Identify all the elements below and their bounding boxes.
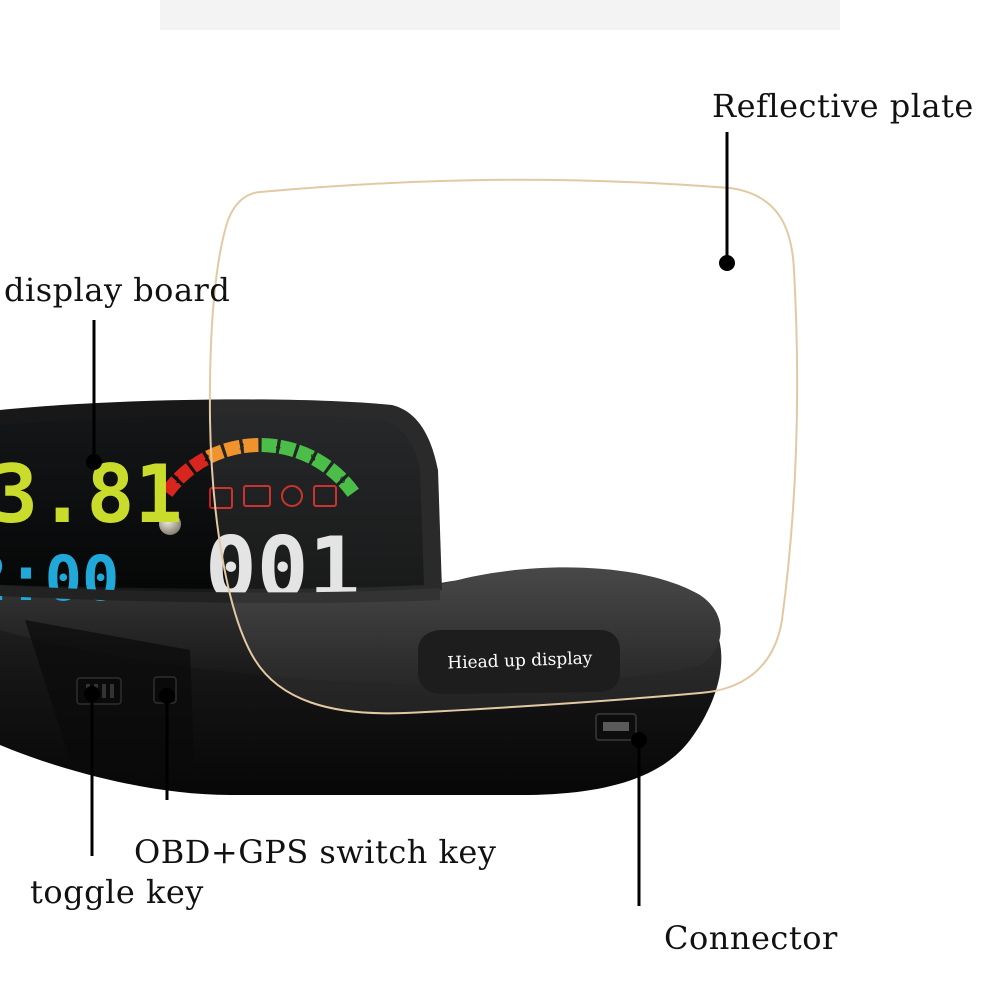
rpm-tick-label: 4 [275,442,281,452]
label-toggle-key: toggle key [30,873,204,911]
rpm-segment [338,476,359,497]
rpm-segment [295,444,315,464]
rpm-segment [242,438,259,454]
rpm-tick-label: 5 [310,454,316,464]
hood-lip [0,585,440,603]
reflective-plate [208,178,799,715]
rpm-segment [325,463,347,484]
rpm-tick-label: 2 [204,454,210,464]
callout-dot-obd-gps-switch-key [159,688,175,704]
label-obd-gps-switch-key: OBD+GPS switch key [134,833,497,871]
callout-lines [84,132,735,906]
device-badge [418,630,620,694]
callout-dot-reflective-plate [719,255,735,271]
rpm-tick-label: 1 [175,476,181,486]
rpm-scale: 1 2 3 4 5 6 [161,438,359,497]
rpm-segment [261,438,278,454]
rpm-segment [173,463,195,484]
callout-dot-connector [631,732,647,748]
warning-icon-3 [281,485,303,507]
rpm-segment [223,439,242,458]
rpm-segment [188,452,209,473]
label-connector: Connector [664,919,838,957]
warning-icon-2 [243,485,271,507]
callout-dot-toggle-key [84,686,100,702]
light-sensor [159,513,181,535]
rpm-segment [311,452,332,473]
top-reflection [160,0,840,30]
connector-port[interactable] [595,713,637,741]
warning-icon-1 [209,487,233,509]
label-display-board: display board [4,271,231,309]
warning-icon-4 [313,485,337,507]
rpm-segment [161,476,182,497]
rpm-tick-label: 6 [340,476,346,486]
callout-dot-display-board [86,454,102,470]
rpm-tick-label: 3 [239,442,245,452]
warning-icons [209,485,337,509]
rpm-segment [278,439,297,458]
time-readout: 2:00 [0,542,119,615]
label-reflective-plate: Reflective plate [712,87,974,125]
